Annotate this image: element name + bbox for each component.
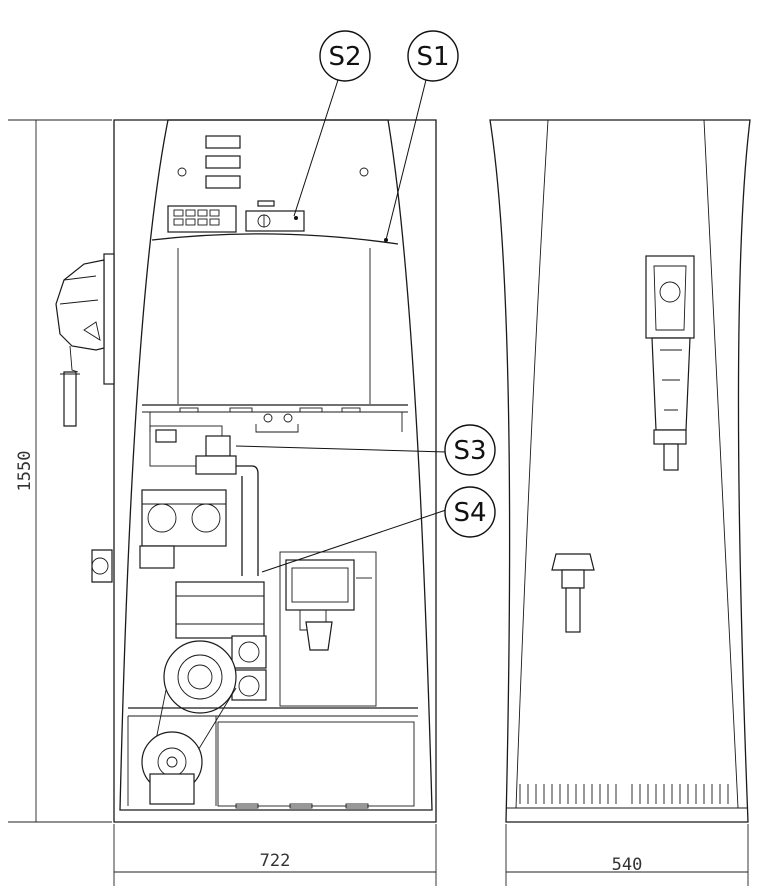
callout-s4-label: S4 <box>453 498 486 528</box>
callout-s4: S4 <box>444 486 496 538</box>
hose-fitting-side <box>551 553 595 633</box>
side-view <box>489 119 751 823</box>
callout-s1: S1 <box>407 30 459 82</box>
callout-s3-label: S3 <box>453 436 486 466</box>
nozzle-holster-front <box>55 253 115 427</box>
callout-s1-label: S1 <box>416 42 449 72</box>
callout-s3: S3 <box>444 424 496 476</box>
callout-s2: S2 <box>319 30 371 82</box>
dimension-lines <box>8 119 749 886</box>
nozzle-side <box>645 255 695 471</box>
keypad <box>167 205 237 233</box>
callout-leaders <box>235 79 447 573</box>
front-view <box>55 119 437 823</box>
callout-s2-label: S2 <box>328 42 361 72</box>
side-width-dimension-label: 540 <box>612 855 643 875</box>
vent-slots <box>519 784 729 804</box>
front-width-dimension-label: 722 <box>260 851 291 871</box>
height-dimension-label: 1550 <box>15 451 35 492</box>
hydraulic-unit <box>127 425 418 809</box>
